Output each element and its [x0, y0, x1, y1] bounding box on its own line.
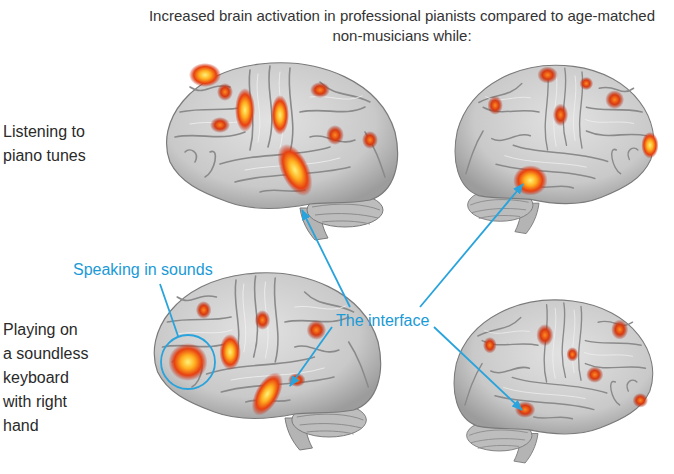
leader-arrow	[302, 210, 350, 307]
brain-right-view	[454, 300, 653, 463]
activation-blob	[271, 95, 289, 135]
activation-blob	[483, 337, 497, 354]
activation-blob	[217, 83, 233, 101]
brain-left-view	[167, 63, 398, 240]
activation-blob	[515, 401, 536, 418]
activation-blob	[362, 131, 378, 149]
activation-blob	[513, 165, 547, 195]
activation-blob	[219, 334, 241, 370]
activation-blob	[586, 366, 603, 383]
leader-arrow	[434, 327, 522, 410]
activation-blob	[307, 320, 327, 340]
leader-arrow	[290, 327, 332, 386]
activation-blob	[245, 367, 289, 421]
activation-blob	[611, 319, 628, 339]
row-label: Listening to piano tunes	[3, 120, 103, 168]
activation-blob	[310, 82, 330, 98]
activation-blob	[210, 117, 230, 133]
activation-blob	[235, 88, 255, 132]
leader-line	[160, 284, 178, 336]
activation-blob	[196, 301, 212, 319]
figure-title: Increased brain activation in profession…	[132, 6, 672, 46]
activation-blob	[536, 324, 553, 346]
activation-blob	[189, 63, 221, 87]
activation-blob	[553, 103, 568, 126]
activation-blob	[579, 77, 593, 90]
callout-label: Speaking in sounds	[73, 258, 213, 282]
activation-blob	[487, 96, 502, 115]
activation-blob	[633, 393, 648, 408]
brain-right-view	[455, 65, 654, 233]
row-label: Playing on a soundless keyboard with rig…	[3, 318, 90, 438]
activation-blob	[255, 310, 271, 330]
activation-blob	[566, 347, 578, 362]
activation-blob	[270, 139, 319, 202]
activation-blob	[168, 343, 207, 381]
activation-blob	[537, 66, 558, 83]
activation-blob	[326, 125, 344, 145]
callout-label: The interface	[336, 309, 429, 333]
callout-circle	[161, 335, 215, 389]
activation-blob	[605, 90, 624, 109]
activation-blob	[641, 132, 658, 159]
leader-arrow	[420, 184, 523, 307]
